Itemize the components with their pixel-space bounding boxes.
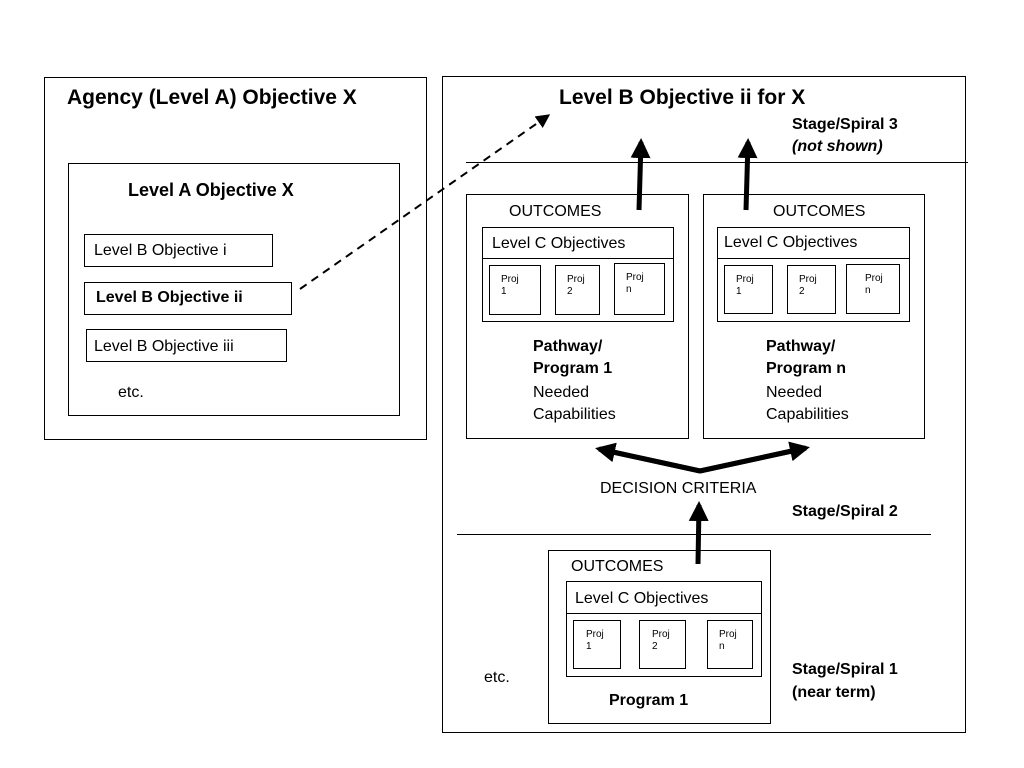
pathwayn-name-line2: Program n	[766, 360, 847, 377]
proj-line1: Proj	[501, 274, 519, 285]
pathwayn-outcomes: OUTCOMES	[773, 203, 866, 220]
proj-line2: 2	[567, 286, 573, 297]
level-b-objective-iii-label: Level B Objective iii	[94, 338, 234, 355]
pathway1-outcomes: OUTCOMES	[509, 203, 602, 220]
objective-ii-panel-title: Level B Objective ii for X	[559, 86, 806, 109]
stage3-note: (not shown)	[792, 138, 883, 155]
level-b-objective-iii	[86, 329, 287, 362]
pathwayn-level-c-box	[717, 227, 910, 322]
proj-line2: n	[865, 285, 871, 296]
proj-line2: 1	[586, 641, 592, 652]
proj-line2: 2	[652, 641, 658, 652]
program1-outcomes: OUTCOMES	[571, 558, 664, 575]
left-etc: etc.	[118, 384, 144, 401]
proj-line2: 1	[501, 286, 507, 297]
proj-line2: 2	[799, 286, 805, 297]
proj-line1: Proj	[865, 273, 883, 284]
stage1-note: (near term)	[792, 684, 876, 701]
level-b-objective-i-label: Level B Objective i	[94, 242, 227, 259]
proj-line2: n	[626, 284, 632, 295]
proj-line1: Proj	[586, 629, 604, 640]
level-a-objective-title: Level A Objective X	[128, 180, 294, 200]
program-1-box	[548, 550, 771, 724]
pathway1-level-c-divider	[482, 258, 674, 259]
program1-name: Program 1	[609, 692, 689, 709]
pathway1-level-c-label: Level C Objectives	[492, 235, 626, 252]
decision-criteria: DECISION CRITERIA	[600, 480, 757, 497]
program1-level-c-box	[566, 581, 762, 677]
stage2-label: Stage/Spiral 2	[792, 503, 898, 520]
objective-ii-panel	[442, 76, 966, 733]
proj-line1: Proj	[799, 274, 817, 285]
right-etc: etc.	[484, 669, 510, 686]
proj-line2: 1	[736, 286, 742, 297]
proj-line1: Proj	[652, 629, 670, 640]
pathway1-needed-line2: Capabilities	[533, 406, 616, 423]
pathwayn-needed-line2: Capabilities	[766, 406, 849, 423]
pathwayn-level-c-label: Level C Objectives	[724, 234, 858, 251]
proj-line1: Proj	[736, 274, 754, 285]
pathway-program-1-box	[466, 194, 689, 439]
proj-line1: Proj	[626, 272, 644, 283]
pathwayn-needed-line1: Needed	[766, 384, 823, 401]
pathway-program-n-box	[703, 194, 925, 439]
level-b-objective-ii	[84, 282, 292, 315]
stage3-label: Stage/Spiral 3	[792, 116, 898, 133]
proj-line1: Proj	[567, 274, 585, 285]
level-b-objective-i	[84, 234, 273, 267]
pathwayn-name-line1: Pathway/	[766, 338, 836, 355]
program1-level-c-divider	[566, 613, 762, 614]
proj-line1: Proj	[719, 629, 737, 640]
proj-line2: n	[719, 641, 725, 652]
stage2-divider	[457, 534, 931, 535]
pathway1-name-line1: Pathway/	[533, 338, 603, 355]
stage1-label: Stage/Spiral 1	[792, 661, 898, 678]
pathway1-needed-line1: Needed	[533, 384, 590, 401]
pathway1-name-line2: Program 1	[533, 360, 613, 377]
program1-level-c-label: Level C Objectives	[575, 590, 709, 607]
agency-panel-title: Agency (Level A) Objective X	[67, 86, 357, 109]
level-b-objective-ii-label: Level B Objective ii	[96, 289, 243, 306]
stage3-divider	[466, 162, 968, 163]
pathwayn-level-c-divider	[717, 258, 910, 259]
